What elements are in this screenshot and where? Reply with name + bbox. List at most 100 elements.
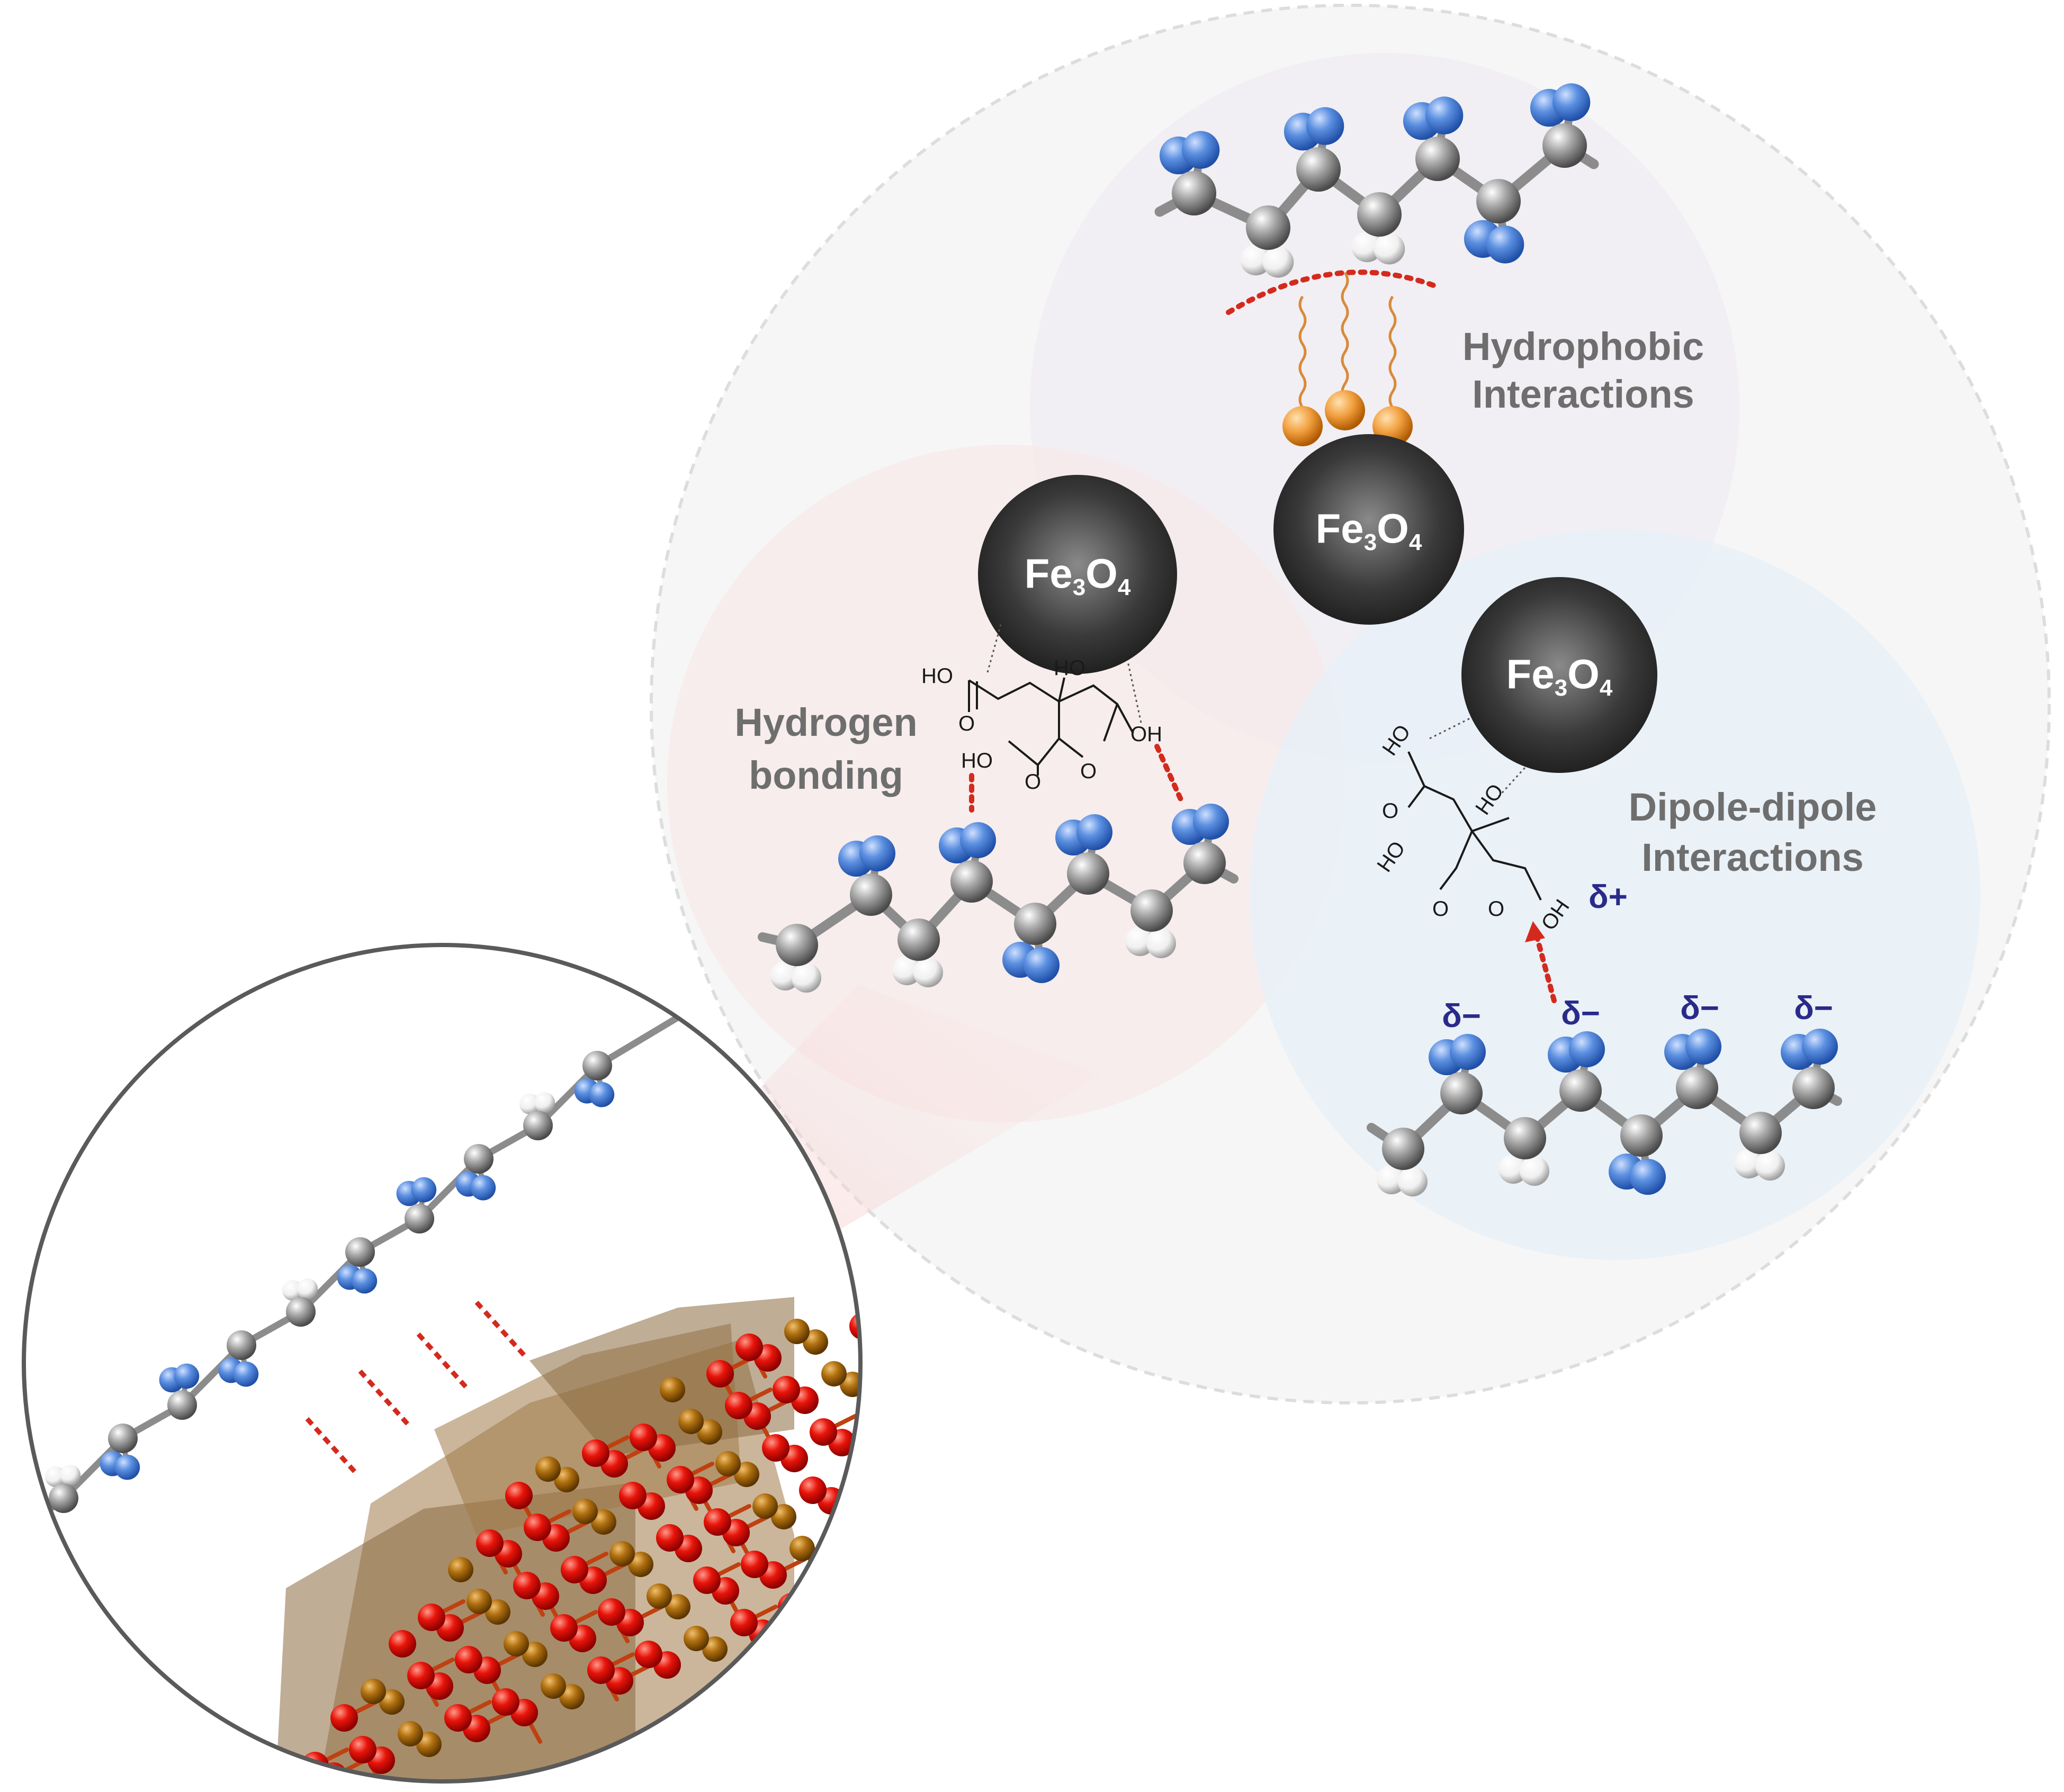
- carbon-atom: [950, 860, 993, 903]
- citric-acid-hbond: HO HO O HO O O OH: [921, 624, 1162, 794]
- svg-text:Fe3O4: Fe3O4: [1316, 505, 1422, 555]
- hydrogen-atom: [792, 963, 821, 993]
- iron-atom: [784, 1319, 810, 1344]
- fluorine-atom: [1685, 1029, 1721, 1065]
- fluorine-atom: [859, 835, 895, 871]
- oxygen-atom: [799, 1476, 827, 1504]
- oxygen-atom: [630, 1424, 657, 1451]
- bond: [848, 1515, 860, 1535]
- oxygen-atom: [524, 1514, 551, 1541]
- carbon-atom: [286, 1297, 316, 1327]
- iron-atom: [752, 1493, 778, 1519]
- fe3o4-crystal-lattice: [273, 1297, 860, 1781]
- carbon-atom: [1296, 147, 1341, 192]
- alkyl-chains: [1298, 272, 1397, 409]
- carbon-atom: [776, 924, 818, 966]
- hydrogen-atom: [60, 1465, 81, 1486]
- hydrogen-atom: [1146, 929, 1176, 958]
- bond: [789, 1605, 810, 1638]
- delta-plus: δ+: [1589, 879, 1628, 915]
- nanoparticle-hbond: Fe3O4: [978, 475, 1177, 674]
- svg-text:δ−: δ−: [1680, 990, 1719, 1026]
- oxygen-atom: [598, 1598, 625, 1626]
- oxygen-atom: [836, 1519, 860, 1546]
- carbon-atom: [1739, 1112, 1782, 1154]
- polymer-chain-top: [1154, 83, 1599, 278]
- hbond-label-2: bonding: [749, 753, 903, 797]
- iron-atom: [591, 1509, 616, 1535]
- svg-text:O: O: [1382, 799, 1398, 823]
- fluorine-atom: [1486, 226, 1524, 264]
- carbon-atom: [898, 918, 940, 961]
- svg-text:δ−: δ−: [1561, 995, 1600, 1032]
- oxygen-atom: [476, 1529, 504, 1557]
- fluorine-atom: [114, 1454, 140, 1480]
- oxygen-atom: [847, 1461, 860, 1488]
- iron-atom: [734, 1462, 759, 1487]
- iron-atom: [660, 1377, 685, 1402]
- carbon-atom: [1130, 889, 1173, 932]
- polymer-chain-dipole: [1367, 1029, 1842, 1196]
- oxygen-atom: [796, 1604, 824, 1631]
- oxygen-atom: [587, 1656, 615, 1684]
- fluorine-atom: [1193, 804, 1229, 840]
- carbon-atom: [1792, 1067, 1835, 1109]
- hydrogen-atom: [1755, 1151, 1785, 1181]
- oxygen-atom: [444, 1704, 472, 1732]
- svg-text:Fe3O4: Fe3O4: [1025, 550, 1131, 600]
- carbon-atom: [850, 874, 892, 916]
- carbon-atom: [1415, 137, 1460, 181]
- fluorine-atom: [470, 1175, 496, 1201]
- oxygen-atom: [693, 1566, 721, 1594]
- oxygen-atom: [667, 1466, 694, 1493]
- svg-text:δ−: δ−: [1442, 998, 1481, 1034]
- iron-atom: [572, 1499, 598, 1524]
- carbon-atom: [167, 1390, 197, 1420]
- hydrogen-atom: [1398, 1167, 1428, 1196]
- fluorine-atom: [1569, 1031, 1605, 1067]
- oxygen-atom: [561, 1556, 588, 1583]
- fluorine-atom: [960, 822, 996, 858]
- crystal-polyhedron: [530, 1297, 794, 1456]
- iron-atom: [628, 1552, 653, 1577]
- nanoparticle-hydrophobic: Fe3O4: [1273, 434, 1464, 625]
- iron-atom: [398, 1721, 423, 1746]
- iron-atom: [466, 1589, 492, 1614]
- fluorine-atom: [1425, 96, 1464, 134]
- carbon-atom: [1542, 123, 1587, 168]
- iron-atom: [647, 1583, 672, 1609]
- oxygen-atom: [619, 1482, 647, 1509]
- iron-atom: [379, 1689, 405, 1715]
- zoom-circle: [22, 943, 863, 1784]
- iron-atom: [715, 1451, 741, 1476]
- bond: [331, 1774, 352, 1781]
- oxygen-atom: [735, 1334, 763, 1361]
- fluorine-atom: [1630, 1159, 1666, 1195]
- carbon-atom: [1246, 205, 1290, 250]
- hydrophobic-arc: [1226, 269, 1438, 315]
- fluorine-atom: [352, 1268, 378, 1294]
- orange-head-groups: [1282, 390, 1413, 446]
- carbon-atom: [523, 1111, 553, 1140]
- fluorine-atom: [1802, 1029, 1838, 1065]
- oxygen-atom: [656, 1524, 684, 1552]
- iron-atom: [771, 1504, 796, 1529]
- carbon-atom: [1172, 171, 1216, 215]
- hydrophobic-label-2: Interactions: [1472, 372, 1694, 416]
- svg-text:O: O: [958, 712, 975, 735]
- carbon-atom: [1357, 192, 1402, 237]
- svg-text:HO: HO: [921, 664, 953, 688]
- fluorine-atom: [1552, 83, 1591, 121]
- oxygen-atom: [492, 1688, 519, 1716]
- carbon-atom: [1676, 1067, 1718, 1109]
- dipole-arrow: [1533, 929, 1557, 1003]
- oxygen-atom: [418, 1604, 445, 1631]
- iron-atom: [522, 1642, 548, 1667]
- carbon-atom: [1067, 852, 1109, 895]
- oxygen-atom: [810, 1418, 837, 1446]
- carbon-atom: [1440, 1072, 1483, 1114]
- nanoparticle-dipole: Fe3O4: [1461, 577, 1657, 773]
- fluorine-atom: [1076, 814, 1112, 850]
- iron-atom: [535, 1456, 561, 1482]
- hbond-label-1: Hydrogen: [734, 700, 917, 744]
